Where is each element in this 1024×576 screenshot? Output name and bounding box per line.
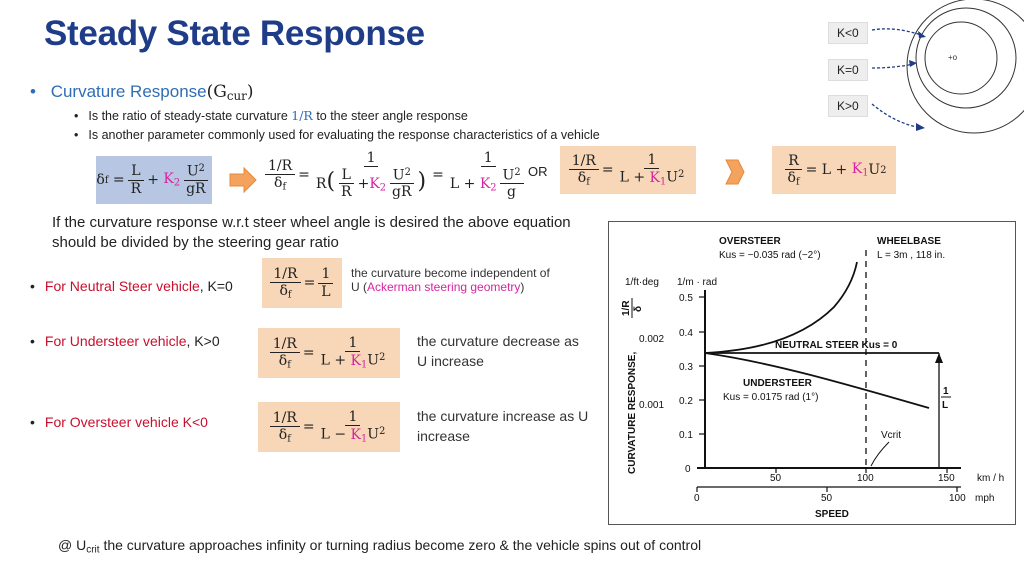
wheelbase-value: L = 3m , 118 in. xyxy=(877,250,945,261)
x-tick-mph-100: 100 xyxy=(949,493,966,504)
understeer-curve xyxy=(704,352,930,409)
center-mark: +o xyxy=(948,53,958,62)
footer-note: @ Ucrit the curvature approaches infinit… xyxy=(58,537,702,556)
vcrit-label: Vcrit xyxy=(881,430,901,441)
sub-bullet-parameter: •Is another parameter commonly used for … xyxy=(74,128,600,142)
y-frac-num: 1/R xyxy=(621,300,632,316)
y-tick-02: 0.2 xyxy=(679,396,693,407)
oversteer-bullet: •For Oversteer vehicle K<0 xyxy=(30,414,208,430)
x-tick-kmh-50: 50 xyxy=(770,473,782,484)
one-over-l-num: 1 xyxy=(943,386,949,397)
x-tick-kmh-100: 100 xyxy=(857,473,874,484)
graph-svg: 0.5 0.4 0.3 0.2 0.1 0 0.002 0.001 1/ft·d… xyxy=(621,236,1004,520)
page-title: Steady State Response xyxy=(44,14,425,53)
turning-circles-diagram: +o xyxy=(871,0,1024,134)
or-label: OR xyxy=(528,164,548,179)
y-tick-04: 0.4 xyxy=(679,328,693,339)
one-over-l-den: L xyxy=(942,400,948,411)
y-tick-05: 0.5 xyxy=(679,293,693,304)
right-arrow-icon xyxy=(229,166,257,194)
circle-understeer xyxy=(906,0,1024,134)
neutral-note: the curvature become independent of U (A… xyxy=(351,266,550,294)
y-frac-den: δ xyxy=(633,306,644,312)
neutral-steer-bullet: •For Neutral Steer vehicle, K=0 xyxy=(30,278,233,294)
x-unit-mph: mph xyxy=(975,493,994,504)
oversteer-title: OVERSTEER xyxy=(719,236,781,247)
x-unit-kmh: km / h xyxy=(977,473,1004,484)
understeer-note: the curvature decrease as U increase xyxy=(417,333,579,369)
chevron-right-icon xyxy=(725,159,745,185)
understeer-k: Kus = 0.0175 rad (1°) xyxy=(723,392,818,403)
k-negative-label: K<0 xyxy=(828,22,868,44)
x-tick-mph-50: 50 xyxy=(821,493,833,504)
bullet-dot: • xyxy=(30,82,36,101)
explanation-text: If the curvature response w.r.t steer wh… xyxy=(52,214,571,251)
y-tick-01: 0.1 xyxy=(679,430,693,441)
understeer-bullet: •For Understeer vehicle, K>0 xyxy=(30,333,220,349)
bullet-main-text: Curvature Response xyxy=(50,82,207,101)
understeer-title: UNDERSTEER xyxy=(743,378,813,389)
circle-oversteer xyxy=(924,21,998,95)
x-axis-title: SPEED xyxy=(815,509,849,520)
x-tick-kmh-150: 150 xyxy=(938,473,955,484)
bullet-curvature-response: • Curvature Response(Gcur) xyxy=(30,82,254,103)
y-units-left: 1/ft·deg xyxy=(625,277,659,288)
curvature-response-graph: 0.5 0.4 0.3 0.2 0.1 0 0.002 0.001 1/ft·d… xyxy=(608,221,1016,525)
circle-neutral xyxy=(915,7,1017,109)
x-tick-mph-0: 0 xyxy=(694,493,700,504)
neutral-steer-label: NEUTRAL STEER Kus = 0 xyxy=(775,340,898,351)
wheelbase-title: WHEELBASE xyxy=(877,236,941,247)
k-zero-label: K=0 xyxy=(828,59,868,81)
y-tick-0002: 0.002 xyxy=(639,334,664,345)
y-tick-0: 0 xyxy=(685,464,691,475)
oversteer-note: the curvature increase as U increase xyxy=(417,408,589,444)
y-tick-0001: 0.001 xyxy=(639,400,664,411)
oversteer-curve xyxy=(704,261,858,354)
oversteer-k: Kus = −0.035 rad (−2°) xyxy=(719,250,821,261)
sub-bullet-ratio: •Is the ratio of steady-state curvature … xyxy=(74,108,468,123)
y-units-right: 1/m · rad xyxy=(677,277,717,288)
k-positive-label: K>0 xyxy=(828,95,868,117)
y-tick-03: 0.3 xyxy=(679,362,693,373)
y-axis-title: CURVATURE RESPONSE, xyxy=(627,352,638,474)
